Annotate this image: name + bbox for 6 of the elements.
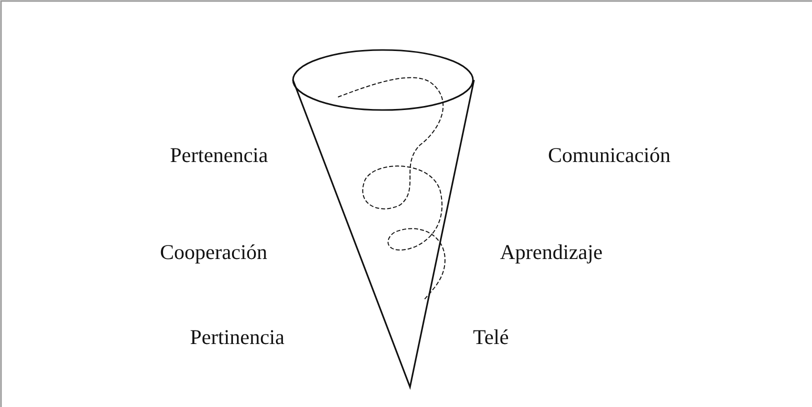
concept-label: Comunicación (548, 145, 670, 166)
concept-label: Telé (473, 327, 509, 348)
concept-label: Pertenencia (170, 145, 268, 166)
concept-label: Aprendizaje (500, 242, 603, 263)
concept-label: Pertinencia (190, 327, 284, 348)
concept-label: Cooperación (160, 242, 268, 263)
